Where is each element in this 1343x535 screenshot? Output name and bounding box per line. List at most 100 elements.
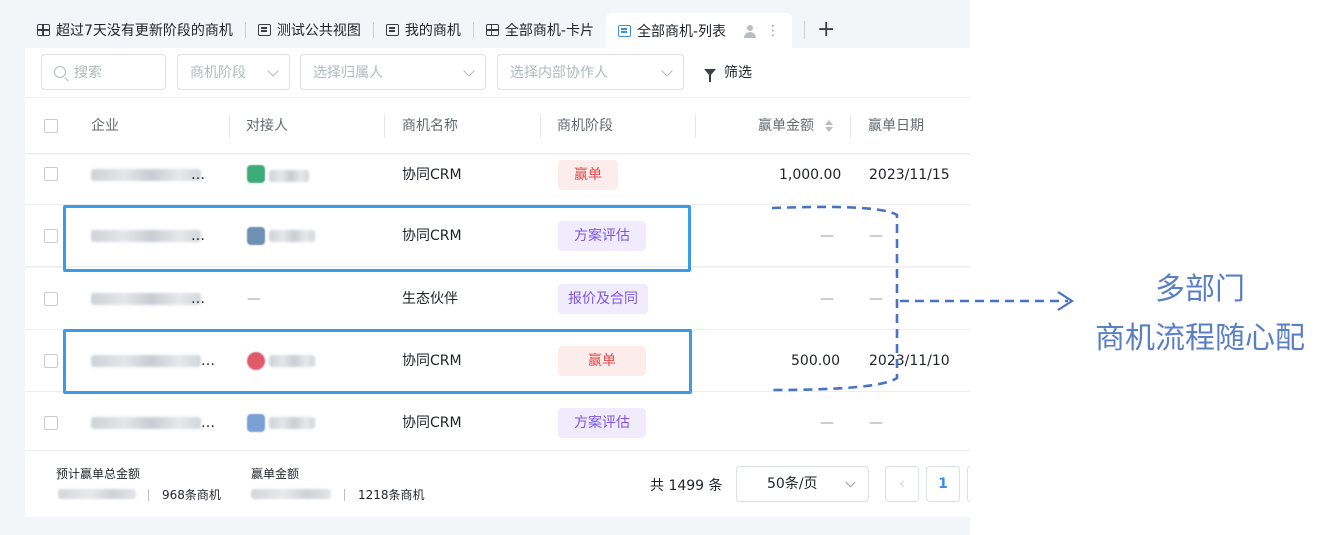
row-checkbox[interactable] [44, 292, 58, 306]
opportunity-name[interactable]: 协同CRM [402, 353, 462, 369]
tab-all-list[interactable]: 全部商机-列表 ⋮ [605, 13, 793, 49]
opportunity-name[interactable]: 生态伙伴 [402, 291, 458, 307]
contact-avatar [247, 165, 265, 183]
opportunity-name[interactable]: 协同CRM [402, 167, 462, 183]
row-checkbox[interactable] [44, 167, 58, 181]
person-icon[interactable] [744, 25, 757, 38]
estimated-total-count: 968条商机 [162, 488, 221, 502]
page-size-select[interactable]: 50条/页 [736, 466, 869, 502]
prev-page-button[interactable]: ‹ [885, 466, 919, 502]
contact-avatar [247, 414, 265, 432]
bracket-line [771, 205, 899, 392]
redacted-total-amount [58, 489, 136, 499]
search-input[interactable]: 搜索 [41, 54, 166, 90]
annotation-line-2: 商机流程随心配 [1095, 321, 1305, 356]
win-amount: — [820, 415, 834, 431]
tab-divider [472, 22, 474, 38]
column-header-amount[interactable]: 赢单金额 [758, 118, 814, 134]
column-header-date[interactable]: 赢单日期 [868, 118, 924, 134]
column-header-company[interactable]: 企业 [91, 118, 119, 134]
footer-divider [344, 489, 345, 501]
filter-bar: 搜索 商机阶段 选择归属人 选择内部协作人 筛选 [25, 48, 970, 98]
column-divider[interactable] [540, 114, 541, 138]
funnel-icon [704, 68, 716, 82]
list-icon [257, 24, 271, 36]
highlight-box-row-2 [63, 205, 691, 272]
collaborator-select[interactable]: 选择内部协作人 [497, 54, 684, 90]
company-ellipsis: … [191, 228, 205, 244]
owner-select[interactable]: 选择归属人 [300, 54, 486, 90]
tab-divider [244, 22, 246, 38]
list-icon [385, 24, 399, 36]
column-divider[interactable] [850, 114, 851, 138]
redacted-company [91, 417, 201, 429]
arrow-head-icon [1057, 291, 1075, 311]
column-divider[interactable] [695, 114, 696, 138]
row-checkbox[interactable] [44, 354, 58, 368]
opportunity-name[interactable]: 协同CRM [402, 415, 462, 431]
column-header-contact[interactable]: 对接人 [246, 118, 288, 134]
contact-avatar [247, 227, 265, 245]
table-row[interactable]: … 协同CRM 赢单 1,000.00 2023/11/15 [25, 155, 970, 205]
page-size-label: 50条/页 [767, 476, 818, 492]
search-placeholder: 搜索 [74, 65, 102, 81]
win-date: — [869, 291, 883, 307]
view-tab-bar: 超过7天没有更新阶段的商机 测试公共视图 我的商机 全部商机-卡片 全部商机-列… [25, 12, 970, 49]
table-row[interactable]: … 协同CRM 赢单 500.00 2023/11/10 [25, 330, 970, 392]
win-amount-label: 赢单金额 [251, 467, 300, 481]
add-tab-button[interactable]: + [804, 19, 835, 41]
estimated-total-label: 预计赢单总金额 [56, 467, 141, 481]
sort-up-icon[interactable] [825, 120, 833, 125]
more-vertical-icon[interactable]: ⋮ [766, 23, 781, 39]
grid-icon [485, 24, 499, 36]
redacted-company [91, 293, 201, 305]
tab-divider [372, 22, 374, 38]
filter-button-label: 筛选 [724, 65, 752, 81]
sort-down-icon[interactable] [825, 127, 833, 132]
table-row[interactable]: … 协同CRM 方案评估 — — [25, 205, 970, 267]
page-1-button[interactable]: 1 [926, 466, 960, 502]
company-ellipsis: … [191, 167, 205, 183]
tab-my-opportunities[interactable]: 我的商机 [374, 13, 473, 47]
select-all-checkbox[interactable] [44, 119, 58, 133]
tab-label: 测试公共视图 [276, 23, 361, 39]
row-checkbox[interactable] [44, 416, 58, 430]
opportunity-name[interactable]: 协同CRM [402, 228, 462, 244]
column-header-stage[interactable]: 商机阶段 [557, 118, 613, 134]
tab-label: 我的商机 [404, 23, 461, 39]
column-divider[interactable] [229, 114, 230, 138]
tab-all-cards[interactable]: 全部商机-卡片 [474, 13, 606, 47]
table-footer: 预计赢单总金额 968条商机 赢单金额 1218条商机 共 1499 条 50条… [25, 450, 970, 517]
tab-stale-opportunities[interactable]: 超过7天没有更新阶段的商机 [25, 13, 245, 47]
search-icon [54, 66, 66, 78]
win-amount: 1,000.00 [779, 167, 842, 183]
tab-public-view[interactable]: 测试公共视图 [246, 13, 373, 47]
stage-select[interactable]: 商机阶段 [177, 54, 290, 90]
footer-divider [148, 489, 149, 501]
win-date: 2023/11/15 [869, 167, 950, 183]
owner-select-label: 选择归属人 [313, 65, 383, 81]
column-divider[interactable] [384, 114, 385, 138]
row-checkbox[interactable] [44, 229, 58, 243]
win-date: — [869, 415, 883, 431]
next-page-button-partial[interactable] [967, 466, 970, 502]
table-row[interactable]: … — 生态伙伴 报价及合同 — — [25, 268, 970, 330]
win-amount: 500.00 [791, 353, 840, 369]
redacted-company [91, 169, 201, 181]
stage-badge: 方案评估 [558, 408, 646, 438]
redacted-contact [269, 355, 315, 367]
annotation-line-1: 多部门 [1155, 272, 1245, 307]
tab-label: 全部商机-列表 [636, 24, 727, 40]
redacted-contact [269, 417, 315, 429]
filter-button[interactable]: 筛选 [704, 62, 752, 82]
tab-label: 全部商机-卡片 [504, 23, 594, 39]
company-ellipsis: … [201, 415, 215, 431]
redacted-company [91, 230, 201, 242]
stage-badge: 赢单 [558, 160, 618, 190]
tab-label: 超过7天没有更新阶段的商机 [56, 23, 233, 39]
table-header: 企业 对接人 商机名称 商机阶段 赢单金额 赢单日期 [25, 98, 970, 154]
column-header-name[interactable]: 商机名称 [402, 118, 458, 134]
stage-badge: 报价及合同 [558, 284, 648, 314]
